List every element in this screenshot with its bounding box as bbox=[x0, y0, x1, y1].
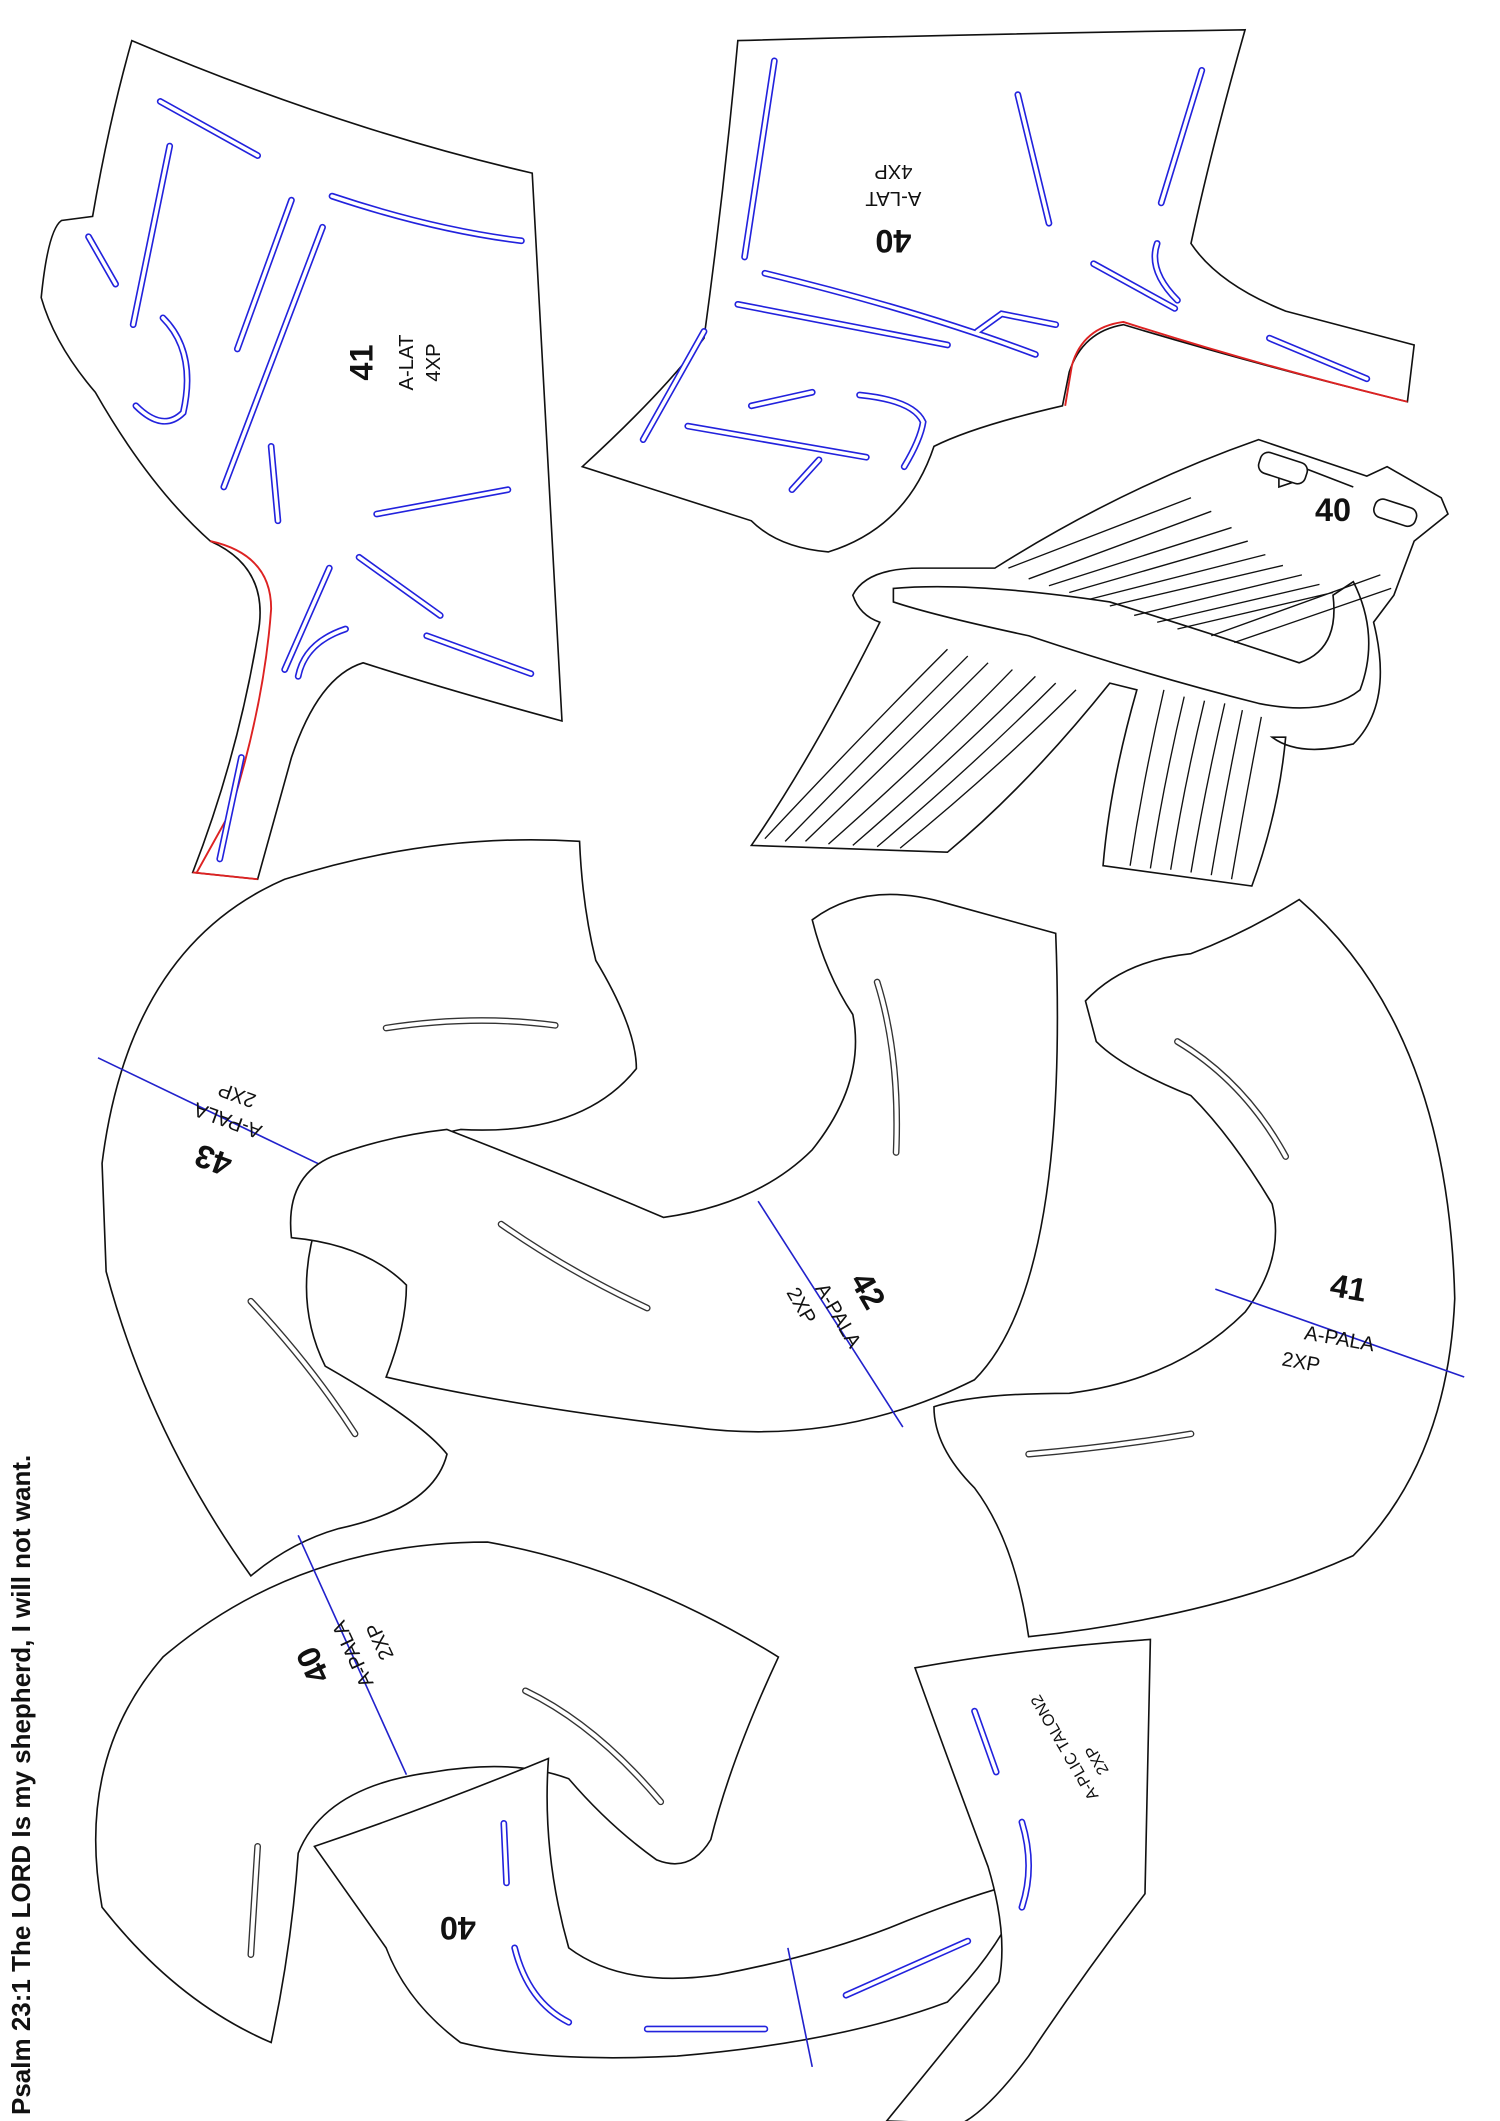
piece-40-strip: 40 bbox=[313, 1757, 1030, 2068]
footer-verse: Psalm 23:1 The LORD Is my shepherd, I wi… bbox=[6, 1454, 36, 2115]
piece-number: 40 bbox=[1315, 492, 1351, 528]
piece-number: 41 bbox=[1328, 1267, 1370, 1309]
piece-number: 40 bbox=[875, 223, 911, 259]
piece-name: A-LAT bbox=[396, 335, 418, 391]
piece-qty: 4XP bbox=[874, 160, 912, 182]
piece-40-a-lat: 40 A-LAT 4XP bbox=[580, 28, 1416, 553]
piece-40-a-pala: 40 A-PALA 2XP bbox=[94, 1534, 780, 2044]
piece-qty: 4XP bbox=[423, 343, 445, 381]
piece-number: 40 bbox=[440, 1910, 476, 1946]
piece-name: A-LAT bbox=[865, 187, 921, 209]
piece-42-a-pala: 42 A-PALA 2XP bbox=[289, 893, 1059, 1433]
piece-a-plic-talon2: A-PLIC TALON2 2XP bbox=[885, 1638, 1152, 2121]
slots bbox=[639, 57, 1371, 494]
piece-40-swoosh: 40 bbox=[749, 438, 1449, 887]
piece-43-a-pala: 43 A-PALA 2XP bbox=[97, 838, 638, 1578]
slots bbox=[85, 98, 535, 863]
piece-41-a-lat: 41 A-LAT 4XP bbox=[40, 39, 563, 881]
piece-41-a-pala: 41 A-PALA 2XP bbox=[933, 898, 1465, 1638]
piece-number: 41 bbox=[344, 344, 380, 380]
